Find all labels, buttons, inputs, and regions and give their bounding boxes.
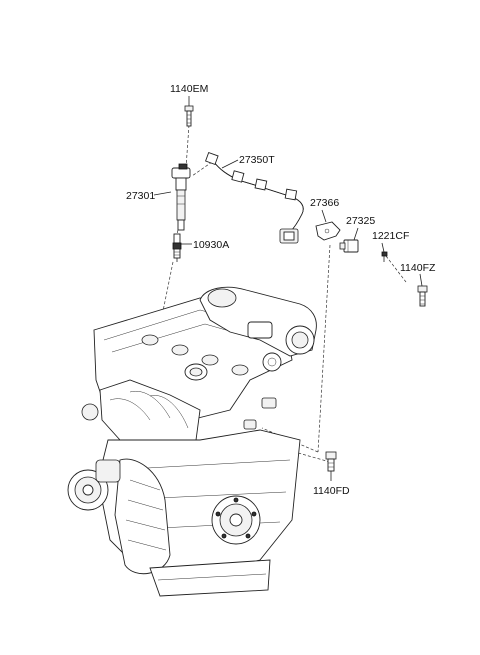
label-27366: 27366 bbox=[310, 197, 339, 209]
bolt-1140EM bbox=[184, 105, 194, 127]
label-27350T: 27350T bbox=[239, 154, 275, 166]
engine-assembly bbox=[67, 286, 317, 597]
label-1140EM: 1140EM bbox=[170, 83, 208, 95]
sensor-27325 bbox=[339, 239, 359, 253]
label-1221CF: 1221CF bbox=[372, 230, 409, 242]
leader-lines bbox=[153, 96, 423, 481]
label-27301: 27301 bbox=[126, 190, 155, 202]
label-1140FZ: 1140FZ bbox=[400, 262, 436, 274]
bolt-1140FZ bbox=[417, 285, 428, 307]
screw-1221CF bbox=[381, 251, 388, 262]
spark-plug-10930A bbox=[172, 233, 182, 262]
ignition-coil-27301 bbox=[171, 163, 191, 231]
wiring-harness-27350T bbox=[205, 151, 304, 244]
label-1140FD: 1140FD bbox=[313, 485, 350, 497]
label-27325: 27325 bbox=[346, 215, 375, 227]
bolt-1140FD bbox=[325, 451, 337, 472]
bracket-27366 bbox=[315, 221, 341, 241]
label-10930A: 10930A bbox=[193, 239, 229, 251]
